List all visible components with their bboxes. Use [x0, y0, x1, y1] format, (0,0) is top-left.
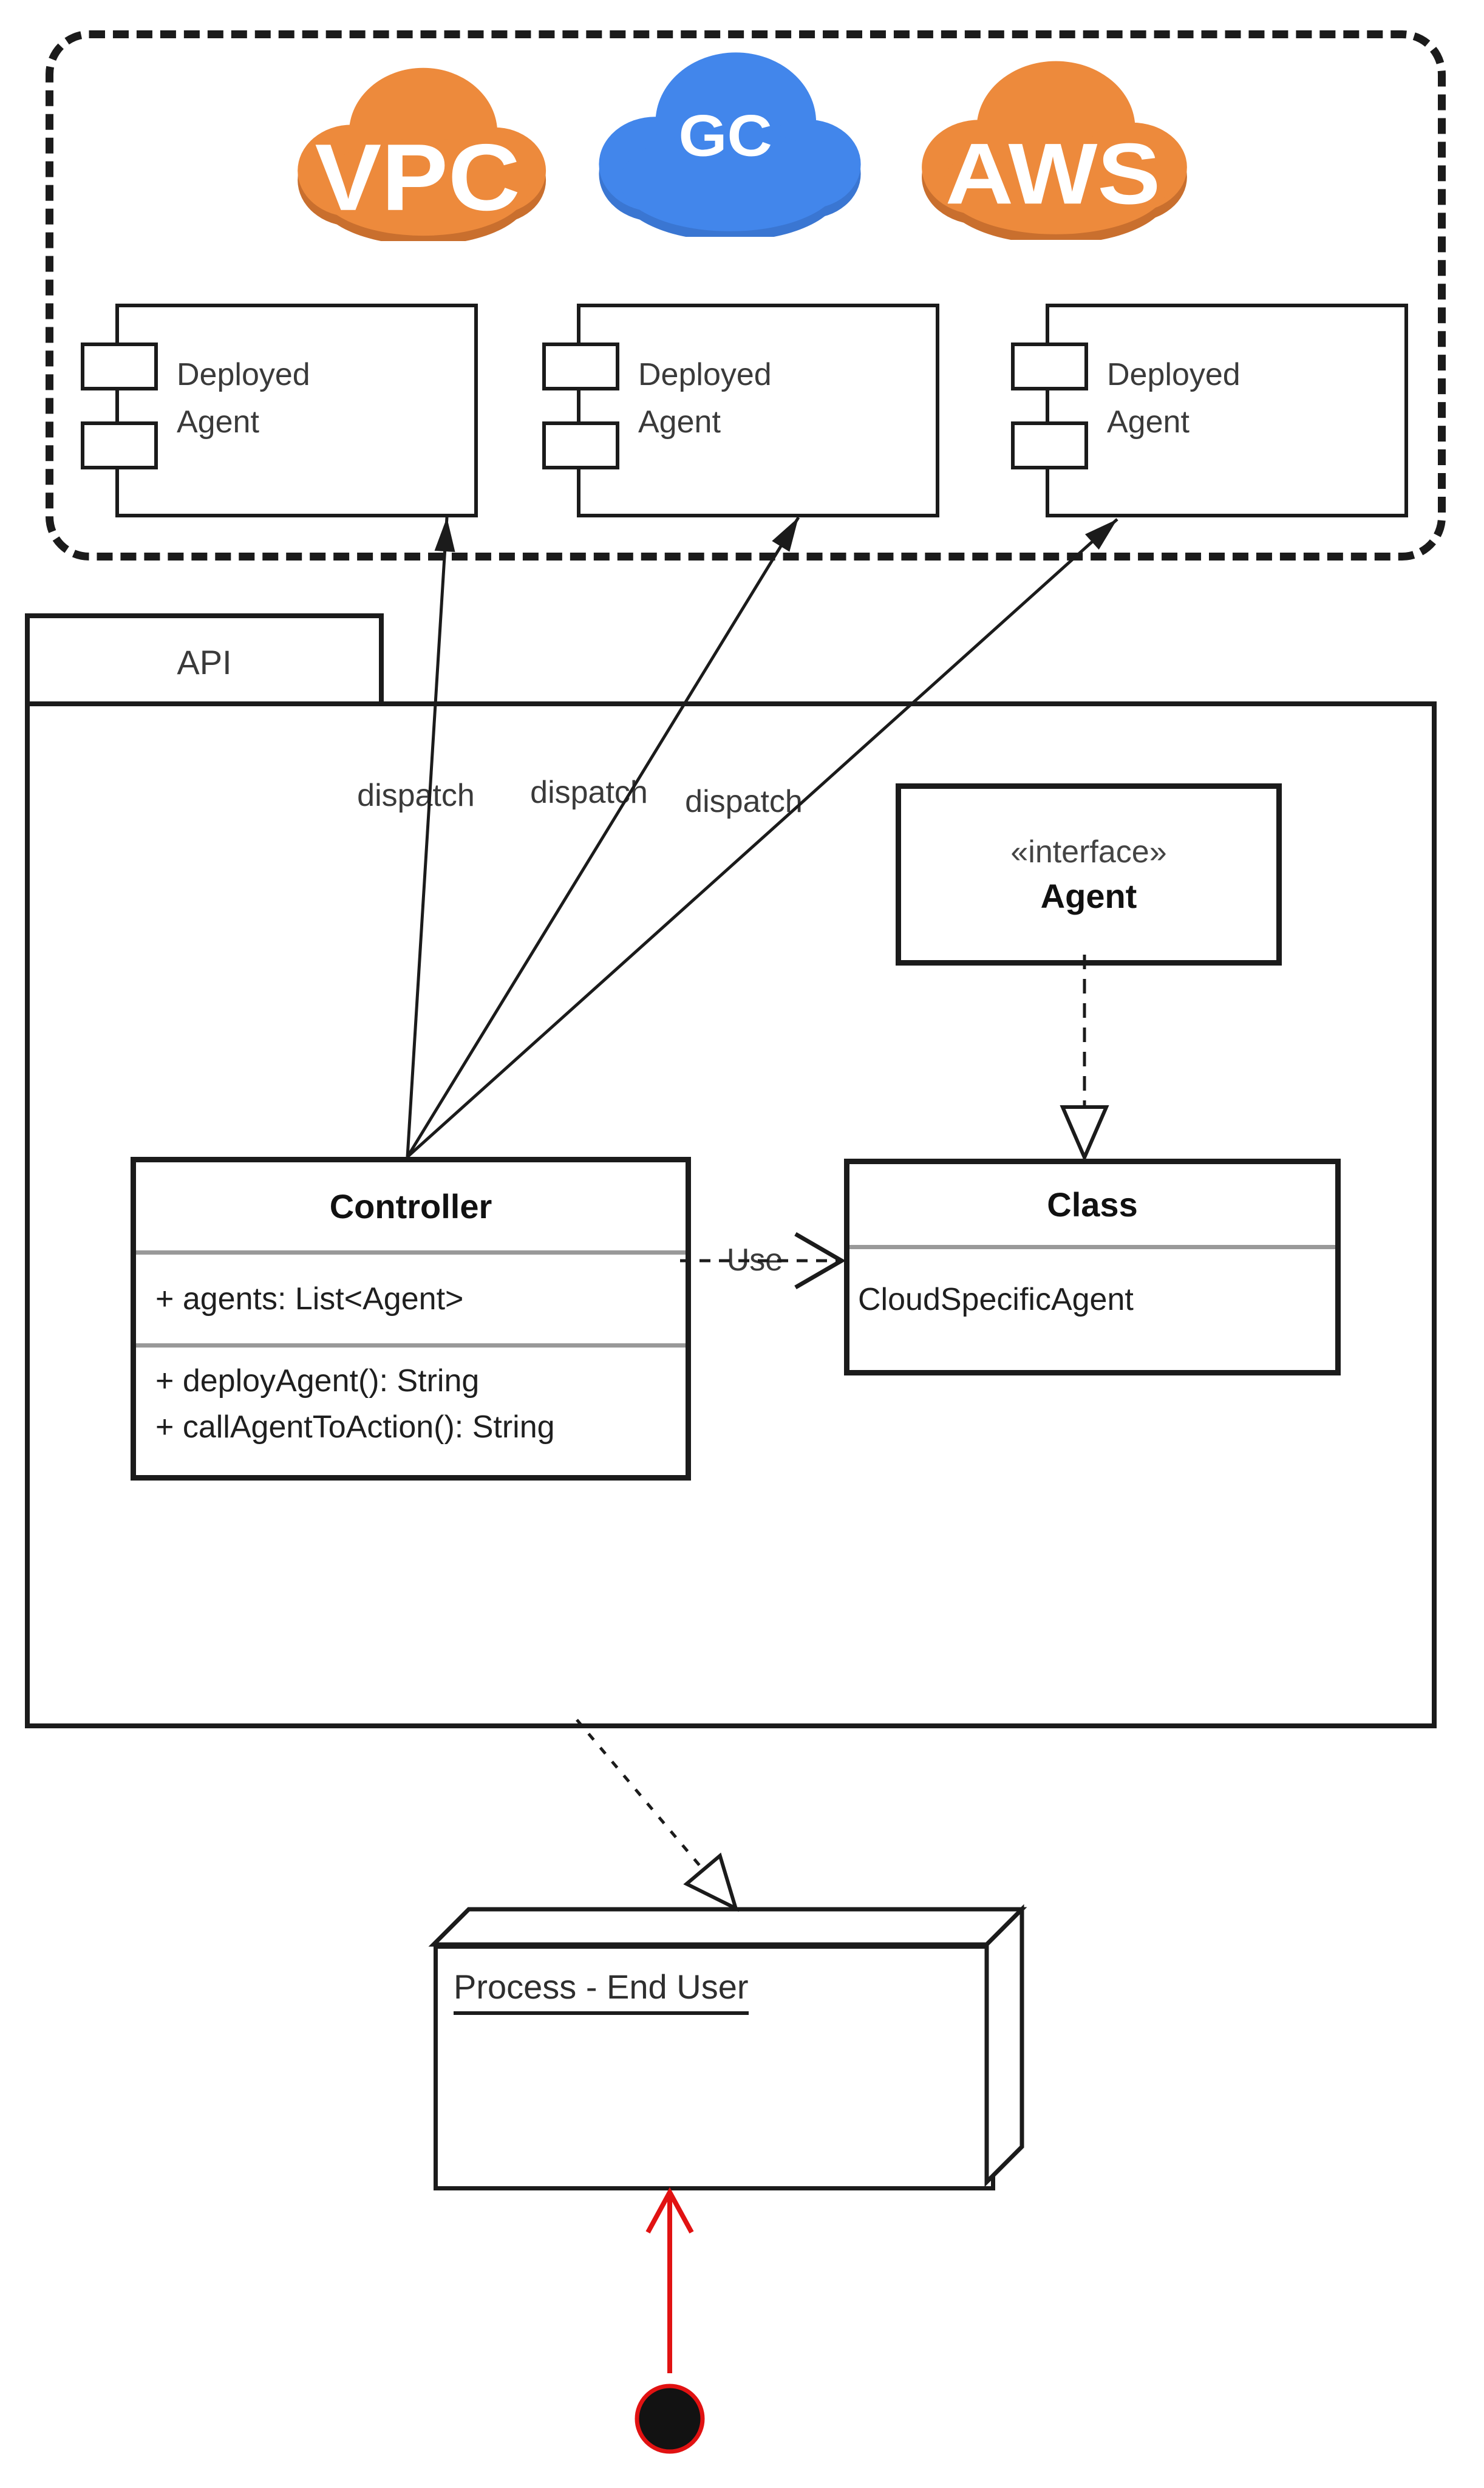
component-deployed-agent-vpc: Deployed Agent	[81, 304, 478, 517]
use-dependency-label: Use	[712, 1241, 797, 1279]
process-node-label: Process - End User	[454, 1967, 749, 2015]
interface-name: Agent	[1040, 876, 1137, 915]
process-end-user-node: Process - End User	[434, 1944, 995, 2190]
dispatch-label-1: dispatch	[357, 778, 475, 813]
gc-cloud-label: GC	[678, 103, 772, 168]
component-port-icon	[542, 421, 619, 469]
api-process-arrow	[576, 1719, 739, 1912]
process-node-top-face	[428, 1907, 1027, 1947]
start-node-circle	[635, 2384, 705, 2454]
vpc-cloud-icon: VPC	[298, 67, 546, 241]
separator	[136, 1343, 686, 1348]
controller-attribute: + agents: List<Agent>	[155, 1281, 464, 1317]
separator	[136, 1250, 686, 1255]
interface-agent-box: «interface» Agent	[896, 783, 1282, 966]
component-label: Deployed Agent	[638, 357, 772, 440]
class-title: Class	[1047, 1185, 1138, 1224]
gc-cloud-icon: GC	[599, 52, 861, 237]
component-port-icon	[1011, 343, 1088, 390]
api-package-tab: API	[25, 613, 384, 711]
aws-cloud-icon: AWS	[922, 61, 1187, 240]
component-port-icon	[81, 343, 158, 390]
interface-stereotype: «interface»	[1010, 834, 1167, 870]
component-label: Deployed Agent	[1107, 357, 1241, 440]
component-port-icon	[81, 421, 158, 469]
controller-method: + callAgentToAction(): String	[155, 1409, 555, 1445]
component-label: Deployed Agent	[177, 357, 310, 440]
class-body-text: CloudSpecificAgent	[858, 1281, 1134, 1317]
component-port-icon	[542, 343, 619, 390]
controller-method: + deployAgent(): String	[155, 1363, 480, 1399]
dispatch-label-2: dispatch	[530, 775, 648, 810]
component-deployed-agent-gc: Deployed Agent	[542, 304, 939, 517]
controller-methods: + deployAgent(): String + callAgentToAct…	[136, 1348, 686, 1460]
separator	[849, 1245, 1335, 1249]
vpc-cloud-label: VPC	[315, 124, 520, 230]
dispatch-label-3: dispatch	[685, 784, 803, 819]
component-deployed-agent-aws: Deployed Agent	[1011, 304, 1408, 517]
controller-title: Controller	[329, 1187, 492, 1225]
api-package-label: API	[177, 643, 232, 681]
controller-class-box: Controller + agents: List<Agent> + deplo…	[131, 1157, 691, 1481]
aws-cloud-label: AWS	[945, 125, 1160, 222]
component-port-icon	[1011, 421, 1088, 469]
cloud-specific-agent-class-box: Class CloudSpecificAgent	[844, 1159, 1341, 1375]
